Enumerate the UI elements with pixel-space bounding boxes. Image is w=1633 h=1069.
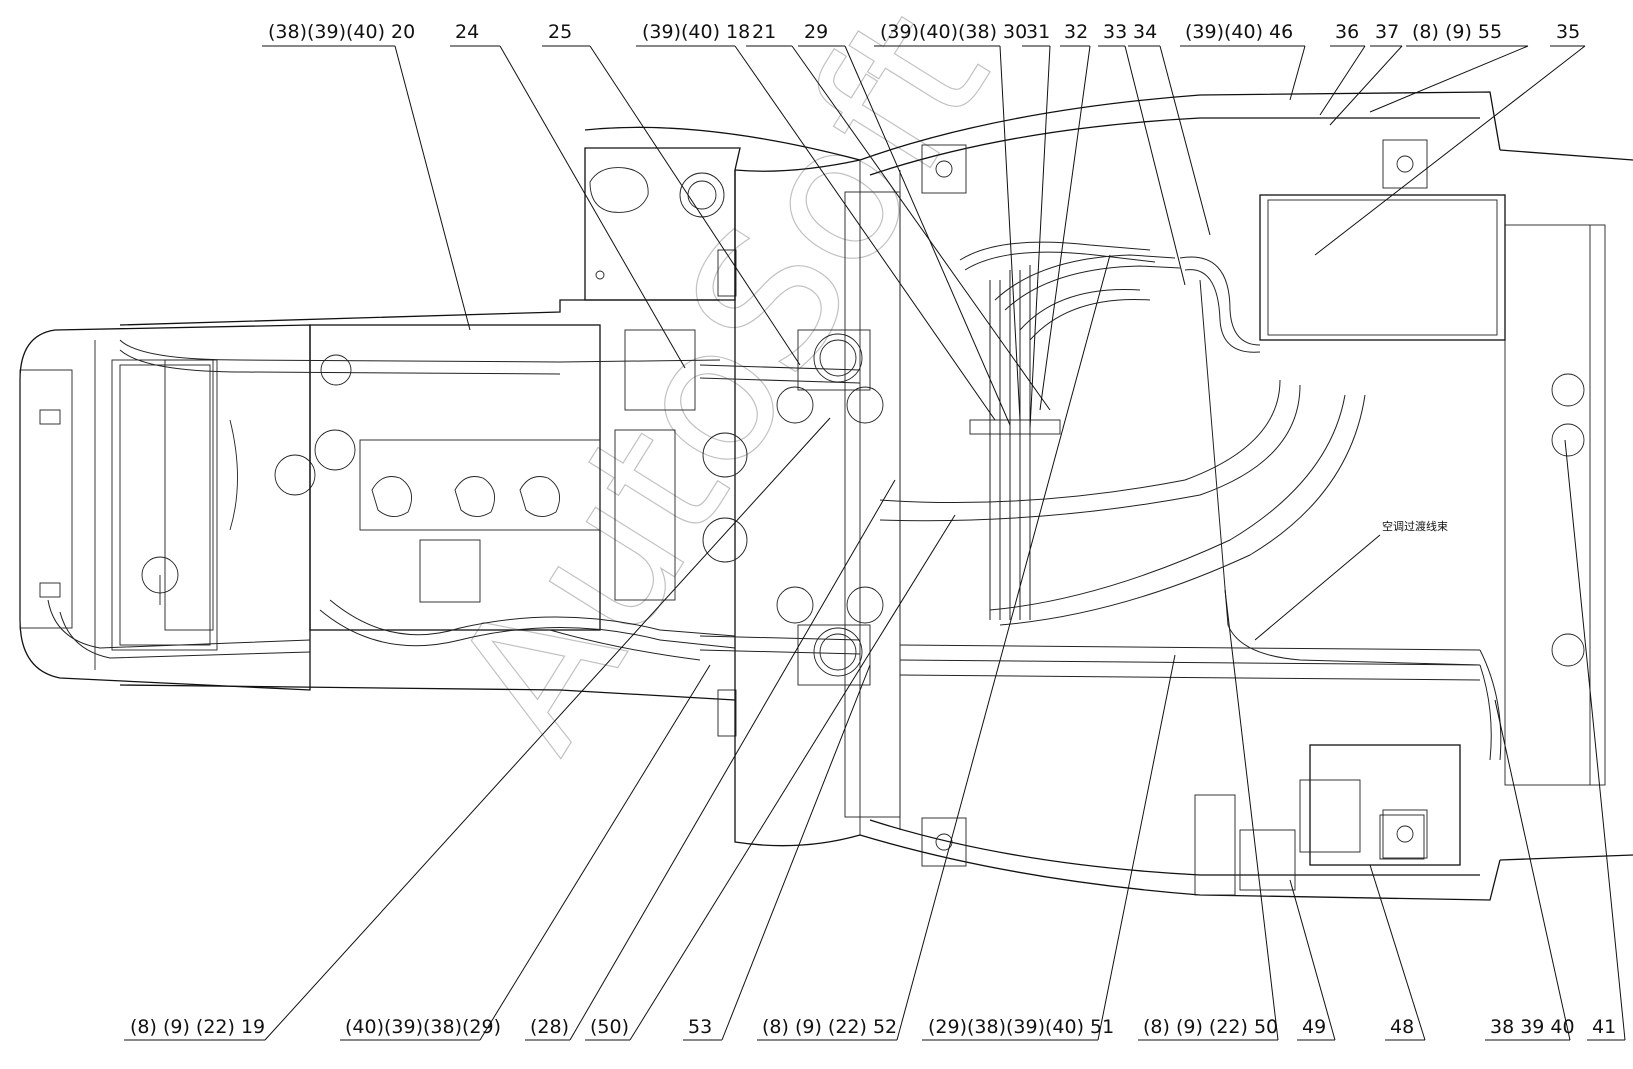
callout-label: (50) <box>590 1016 629 1038</box>
callout-c-top-2: 24 <box>450 21 686 369</box>
callout-c-top-15: (8) (9) 55 <box>1369 21 1529 113</box>
callout-label: (39)(40) 18 <box>642 21 750 43</box>
callout-c-top-11: 34 <box>1128 21 1211 236</box>
callout-c-bot-4: (50) <box>585 514 956 1041</box>
callout-c-top-9: 32 <box>1039 21 1091 411</box>
callout-c-top-7: (39)(40)(38) 30 <box>874 21 1027 421</box>
callout-c-top-3: 25 <box>542 21 801 366</box>
callout-label: 48 <box>1390 1016 1414 1038</box>
callout-label: 25 <box>548 21 572 43</box>
harness-note-leader <box>1254 534 1381 641</box>
callout-leader <box>1329 45 1403 126</box>
callout-leader <box>1224 589 1279 1041</box>
callout-label: 35 <box>1556 21 1580 43</box>
callout-leader <box>1319 45 1366 116</box>
callout-leader <box>721 664 871 1041</box>
callout-c-top-12: (39)(40) 46 <box>1180 21 1306 101</box>
callout-label: 37 <box>1375 21 1399 43</box>
callout-label: (8) (9) (22) 19 <box>130 1016 265 1038</box>
callout-leader <box>1369 45 1529 113</box>
callout-c-top-10: 33 <box>1098 21 1186 286</box>
callout-leader <box>1369 864 1426 1041</box>
callout-label: 32 <box>1064 21 1088 43</box>
callout-leader <box>1289 45 1306 101</box>
callout-c-bot-2: (40)(39)(38)(29) <box>340 664 711 1041</box>
callout-leader <box>1289 879 1336 1041</box>
callout-label: 31 <box>1026 21 1050 43</box>
callout-c-top-16: 35 <box>1314 21 1586 256</box>
callout-c-top-6: 29 <box>798 21 1011 426</box>
callout-c-top-1: (38)(39)(40) 20 <box>262 21 471 331</box>
callout-label: 24 <box>455 21 479 43</box>
callout-label: 21 <box>752 21 776 43</box>
callout-label: (8) (9) (22) 52 <box>762 1016 897 1038</box>
callout-c-bot-11: 38 39 40 <box>1485 699 1575 1041</box>
callout-c-bot-12: 41 <box>1564 439 1626 1041</box>
watermark-text: AutoSoft <box>411 0 1031 784</box>
callout-leader <box>1097 654 1176 1041</box>
callout-c-bot-3: (28) <box>525 479 896 1041</box>
callout-label: 34 <box>1133 21 1157 43</box>
callout-c-top-8: 31 <box>1022 21 1051 429</box>
callout-leader <box>499 45 686 369</box>
hydraulic-hoses <box>47 241 1502 761</box>
callout-label: 41 <box>1592 1016 1616 1038</box>
callout-leader <box>629 514 956 1041</box>
callout-leader <box>394 45 471 331</box>
callout-leader <box>569 479 896 1041</box>
callout-label: (38)(39)(40) 20 <box>268 21 415 43</box>
callout-label: 38 39 40 <box>1490 1016 1575 1038</box>
callout-c-top-4: (39)(40) 18 <box>636 21 996 421</box>
callout-label: 53 <box>688 1016 712 1038</box>
callout-label: (8) (9) (22) 50 <box>1143 1016 1278 1038</box>
callout-leader <box>1039 45 1091 411</box>
callout-c-bot-7: (29)(38)(39)(40) 51 <box>922 654 1176 1041</box>
callout-leader <box>1564 439 1626 1041</box>
callout-c-bot-10: 48 <box>1369 864 1426 1041</box>
callout-leader <box>1029 45 1051 429</box>
harness-note-label: 空调过渡线束 <box>1382 519 1448 533</box>
callout-leader <box>791 45 1051 411</box>
callout-leader <box>844 45 1011 426</box>
callout-c-top-13: 36 <box>1319 21 1366 116</box>
callout-label: (40)(39)(38)(29) <box>345 1016 501 1038</box>
callout-leader <box>589 45 801 366</box>
callout-label: (29)(38)(39)(40) 51 <box>928 1016 1114 1038</box>
callout-c-bot-6: (8) (9) (22) 52 <box>757 254 1111 1041</box>
callout-leader <box>999 45 1021 421</box>
callout-label: (39)(40)(38) 30 <box>880 21 1027 43</box>
callout-label: (39)(40) 46 <box>1185 21 1293 43</box>
callout-c-top-5: 21 <box>746 21 1051 411</box>
callout-c-bot-5: 53 <box>683 664 871 1041</box>
callout-leader <box>734 45 996 421</box>
callout-leader <box>896 254 1111 1041</box>
callout-c-bot-8: (8) (9) (22) 50 <box>1138 589 1279 1041</box>
callout-c-bot-1: (8) (9) (22) 19 <box>124 417 831 1041</box>
watermark: AutoSoft <box>410 0 1031 784</box>
callout-c-top-14: 37 <box>1329 21 1403 126</box>
callout-leader <box>1159 45 1211 236</box>
callout-label: (28) <box>530 1016 569 1038</box>
callout-leader <box>264 417 831 1041</box>
callout-label: 33 <box>1103 21 1127 43</box>
callout-leader <box>479 664 711 1041</box>
callout-leader <box>1494 699 1571 1041</box>
callout-label: 49 <box>1302 1016 1326 1038</box>
callout-label: (8) (9) 55 <box>1412 21 1502 43</box>
callout-label: 29 <box>804 21 828 43</box>
callout-label: 36 <box>1335 21 1359 43</box>
callout-c-bot-9: 49 <box>1289 879 1336 1041</box>
machine-frame <box>19 91 1633 901</box>
callout-leader <box>1314 45 1586 256</box>
harness-annotation: 空调过渡线束 <box>1254 519 1448 641</box>
callouts-bottom: (8) (9) (22) 19 (40)(39)(38)(29) (28) (50) 5… <box>124 254 1626 1041</box>
callout-leader <box>1124 45 1186 286</box>
